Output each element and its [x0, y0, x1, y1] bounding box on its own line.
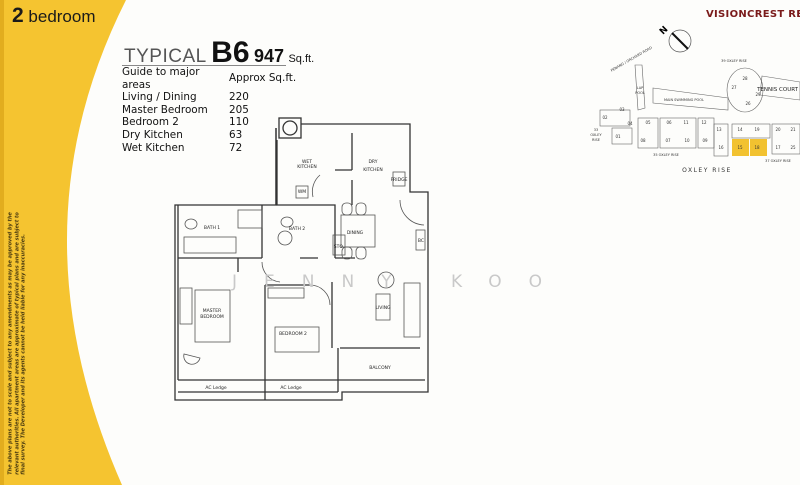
- unit-size: 947: [253, 46, 285, 66]
- label-wet-kitchen-2: KITCHEN: [297, 164, 317, 170]
- label-store: STO.: [334, 244, 344, 250]
- label-living: LIVING: [375, 305, 391, 311]
- area-name: Living / Dining: [122, 91, 197, 104]
- typical-label: TYPICAL: [124, 46, 207, 67]
- highlighted-unit-18: [750, 139, 767, 156]
- category-heading: 2 bedroom: [12, 4, 96, 28]
- unit-number-29: 29: [755, 92, 761, 97]
- unit-number-07: 07: [665, 138, 671, 143]
- unit-number-26: 26: [745, 101, 751, 106]
- label-bath-2: BATH 2: [289, 226, 305, 232]
- bedroom-count: 2: [12, 4, 24, 27]
- bedroom-label: bedroom: [23, 7, 96, 26]
- label-39-oxley-rise: 39 OXLEY RISE: [721, 59, 747, 63]
- label-33-oxley-3: RISE: [592, 138, 600, 142]
- unit-number-11: 11: [683, 120, 689, 125]
- unit-type: B6: [211, 36, 250, 69]
- unit-number-27: 27: [731, 85, 737, 90]
- label-master-bedroom: MASTER: [203, 308, 222, 314]
- label-dry-kitchen-2: KITCHEN: [363, 167, 383, 173]
- unit-number-02: 02: [602, 115, 608, 120]
- unit-number-06: 06: [666, 120, 672, 125]
- table-row: Bedroom 2 110: [122, 116, 298, 129]
- unit-number-14: 14: [737, 127, 743, 132]
- area-name: Wet Kitchen: [122, 141, 185, 154]
- label-bath-1: BATH 1: [204, 225, 220, 231]
- area-name: Bedroom 2: [122, 116, 179, 129]
- unit-number-20: 20: [775, 127, 781, 132]
- unit-number-21: 21: [790, 127, 796, 132]
- unit-number-12: 12: [701, 120, 707, 125]
- unit-title: TYPICAL B6 947 Sq.ft.: [124, 36, 314, 70]
- area-size: 63: [229, 128, 243, 141]
- label-lap-pool: LAP: [637, 86, 644, 90]
- label-bedroom-2: BEDROOM 2: [279, 331, 307, 337]
- label-lap-pool-2: POOL: [635, 91, 645, 95]
- header-area: Guide to major areas: [122, 66, 200, 91]
- label-33-oxley: 33: [594, 128, 598, 132]
- unit-number-28: 28: [742, 76, 748, 81]
- unit-number-03: 03: [619, 107, 625, 112]
- highlighted-unit-15: [732, 139, 749, 156]
- label-37-oxley-rise: 37 OXLEY RISE: [765, 159, 791, 163]
- watermark: JENNY KOO: [232, 272, 569, 292]
- planter-box: [278, 117, 302, 139]
- unit-number-01: 01: [615, 134, 621, 139]
- label-balcony: BALCONY: [369, 365, 391, 371]
- area-table: Guide to major areas Approx Sq.ft. Livin…: [122, 66, 298, 154]
- label-wet-kitchen: WET: [302, 159, 312, 165]
- label-tennis-court: TENNIS COURT: [756, 87, 799, 93]
- table-row: Living / Dining 220: [122, 91, 298, 104]
- unit-number-25: 25: [790, 145, 796, 150]
- label-ac-ledge: AC Ledge: [205, 385, 226, 391]
- label-wm: WM: [298, 189, 306, 195]
- unit-number-15: 15: [737, 145, 743, 150]
- unit-number-13: 13: [716, 127, 722, 132]
- unit-number-04: 04: [627, 121, 633, 126]
- table-row: Master Bedroom 205: [122, 104, 298, 117]
- table-row: Wet Kitchen 72: [122, 142, 298, 155]
- label-penang-road: PENANG / ORCHARD ROAD: [610, 46, 653, 73]
- brand-name: VISIONCREST RESIDE: [706, 9, 800, 20]
- unit-number-18: 18: [754, 145, 760, 150]
- header-size: Approx Sq.ft.: [229, 72, 297, 85]
- unit-number-19: 19: [754, 127, 760, 132]
- unit-number-09: 09: [702, 138, 708, 143]
- unit-size-unit: Sq.ft.: [288, 53, 315, 65]
- door-swing: [312, 174, 321, 198]
- area-size: 205: [229, 103, 249, 116]
- unit-number-17: 17: [775, 145, 781, 150]
- label-fridge: FRIDGE: [391, 177, 408, 183]
- area-name: Master Bedroom: [122, 103, 208, 116]
- unit-number-16: 16: [718, 145, 724, 150]
- label-33-oxley-2: OXLEY: [590, 133, 602, 137]
- label-dry-kitchen: DRY: [368, 159, 377, 165]
- unit-number-05: 05: [645, 120, 651, 125]
- planter-circle: [282, 120, 298, 136]
- label-oxley-rise: OXLEY RISE: [682, 167, 732, 174]
- label-bc: BC: [418, 238, 424, 244]
- area-table-header: Guide to major areas Approx Sq.ft.: [122, 66, 298, 91]
- label-ac-ledge: AC Ledge: [280, 385, 301, 391]
- unit-number-10: 10: [684, 138, 690, 143]
- label-master-bedroom-2: BEDROOM: [200, 314, 224, 320]
- title-divider: [122, 65, 286, 66]
- area-size: 72: [229, 141, 243, 154]
- table-row: Dry Kitchen 63: [122, 129, 298, 142]
- label-dining: DINING: [347, 230, 364, 236]
- north-label: N: [658, 25, 670, 37]
- compass: N: [658, 25, 692, 53]
- label-35-oxley-rise: 35 OXLEY RISE: [653, 153, 679, 157]
- area-name: Dry Kitchen: [122, 128, 183, 141]
- unit-number-08: 08: [640, 138, 646, 143]
- area-size: 220: [229, 91, 249, 104]
- area-size: 110: [229, 116, 249, 129]
- label-main-pool: MAIN SWIMMING POOL: [664, 98, 704, 102]
